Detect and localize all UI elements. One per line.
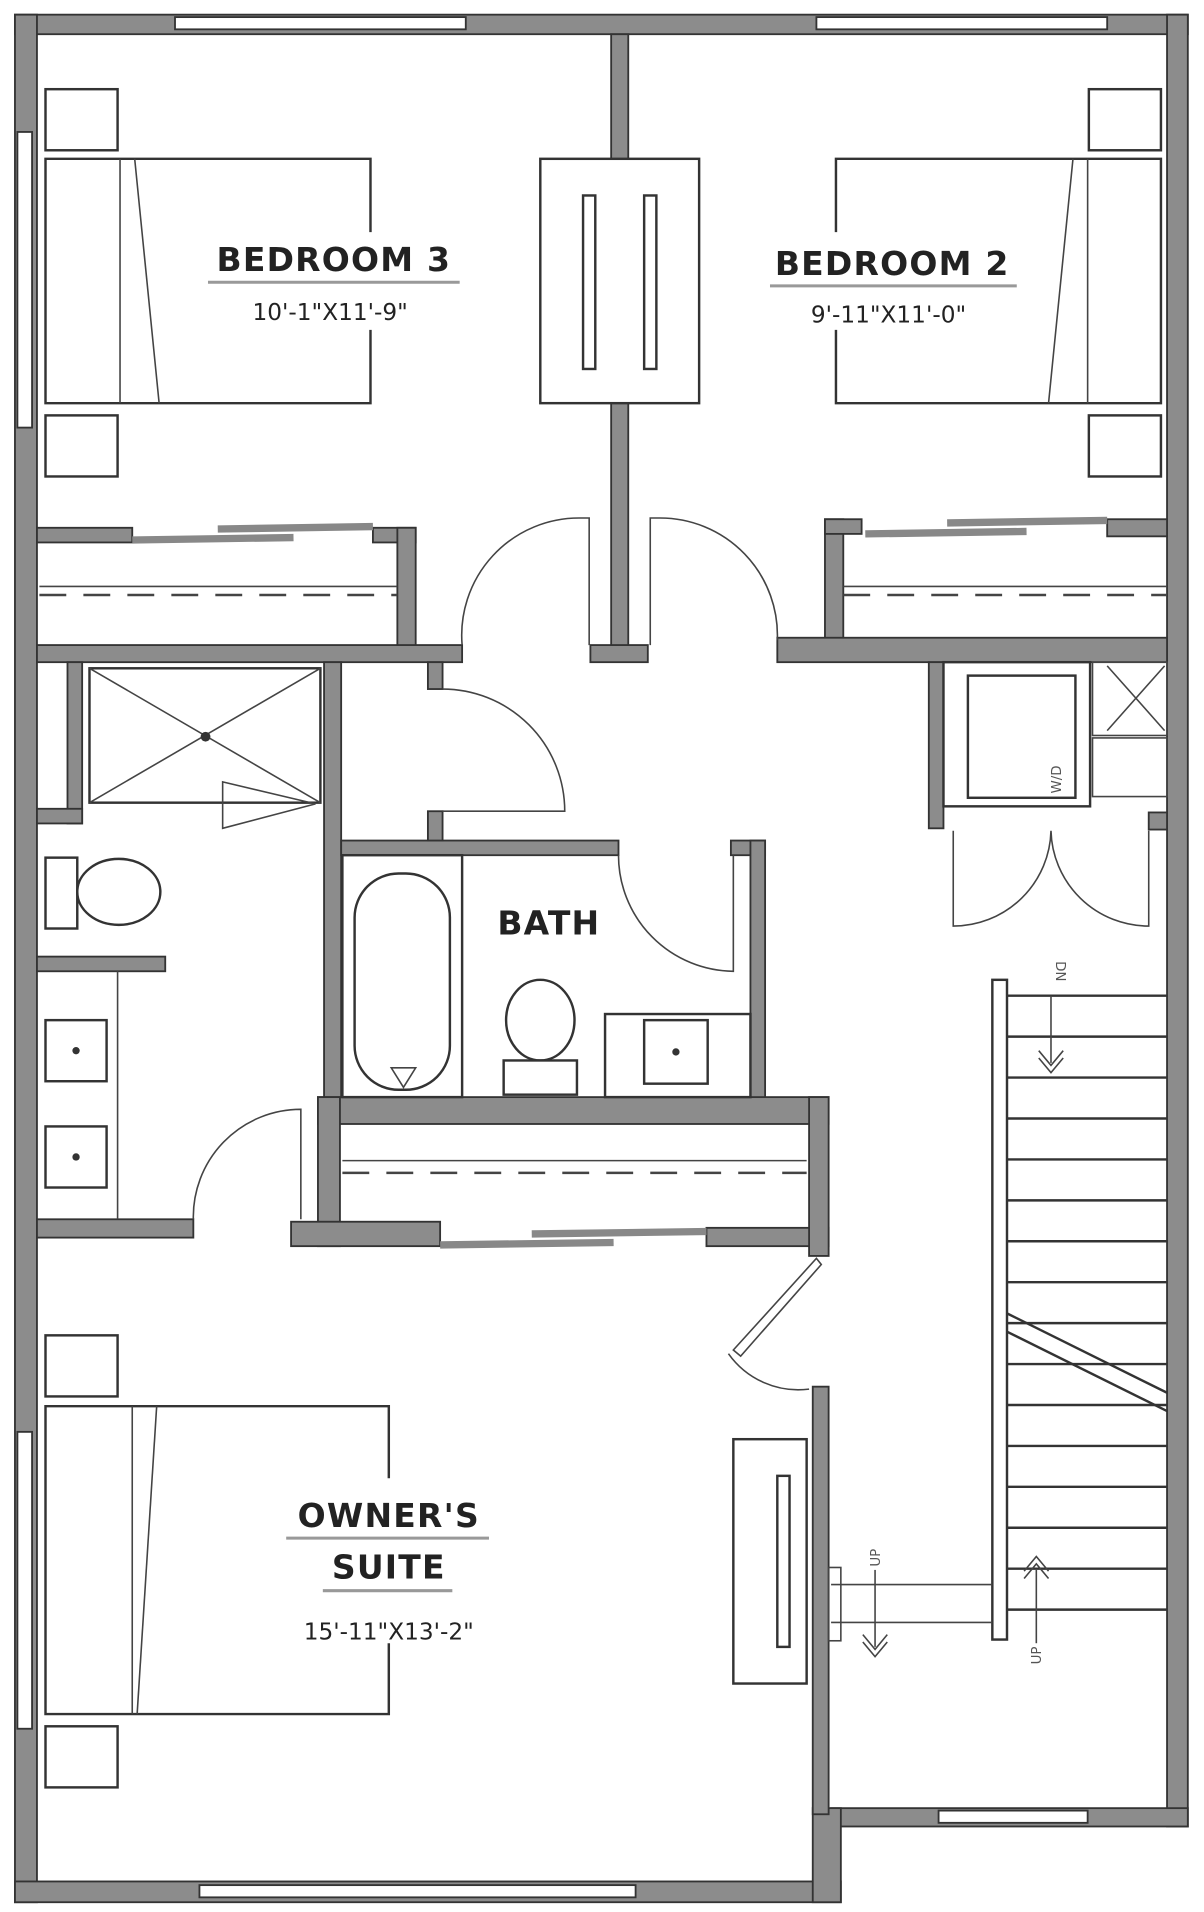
window [815, 16, 1109, 31]
room-name-line-2: SUITE [332, 1547, 446, 1586]
bedroom-3-furniture [44, 87, 701, 478]
stair-down-label: DN [1052, 961, 1067, 981]
toilet-bowl [76, 857, 162, 927]
room-name: BATH [497, 904, 600, 943]
window [16, 1430, 33, 1730]
nightstand [44, 87, 119, 152]
nightstand [1087, 87, 1163, 152]
room-dimensions: 9'-11"X11'-0" [811, 302, 966, 329]
bed [44, 1404, 391, 1716]
room-label-owners-suite: OWNER'S SUITE 15'-11"X13'-2" [286, 1496, 489, 1646]
window [937, 1809, 1089, 1824]
nightstand [44, 1334, 119, 1398]
room-dimensions: 15'-11"X13'-2" [304, 1619, 474, 1646]
room-label-bedroom-2: BEDROOM 2 9'-11"X11'-0" [769, 244, 1017, 329]
closet-bedroom-2 [843, 516, 1168, 597]
closet-bedroom-3 [39, 522, 398, 597]
stair-up-label: UP [1030, 1646, 1045, 1664]
stair-up-label: UP [869, 1549, 884, 1567]
room-name-line-1: OWNER'S [298, 1496, 480, 1535]
room-name: BEDROOM 2 [775, 244, 1010, 283]
hall-bath-fixtures [341, 853, 752, 1099]
closet-hall [342, 1159, 807, 1249]
washer-dryer [966, 674, 1077, 800]
nightstand [44, 1725, 119, 1789]
doors [192, 517, 1150, 1391]
window [174, 16, 467, 31]
toilet-tank [44, 856, 79, 930]
staircase: DN UP UP [827, 961, 1168, 1664]
toilet-bowl [504, 978, 576, 1062]
owners-suite-furniture [44, 1334, 808, 1789]
sink [642, 1018, 709, 1085]
room-name: BEDROOM 3 [216, 240, 451, 279]
laundry: W/D [942, 660, 1168, 808]
bathtub-inner [353, 872, 452, 1092]
room-dimensions: 10'-1"X11'-9" [253, 299, 408, 326]
windows [16, 16, 1109, 1899]
toilet-tank [502, 1059, 579, 1096]
dresser [732, 1437, 808, 1685]
laundry-label: W/D [1050, 765, 1065, 793]
owners-bath-fixtures [44, 667, 322, 1220]
bed [44, 157, 372, 405]
nightstand [1087, 414, 1163, 478]
bedroom-2-furniture [834, 87, 1163, 478]
nightstand [44, 414, 119, 478]
bed [834, 157, 1163, 405]
dresser [539, 157, 701, 405]
window [198, 1884, 637, 1899]
window [16, 131, 33, 429]
room-label-bath: BATH [497, 904, 600, 943]
room-label-bedroom-3: BEDROOM 3 10'-1"X11'-9" [207, 240, 460, 326]
